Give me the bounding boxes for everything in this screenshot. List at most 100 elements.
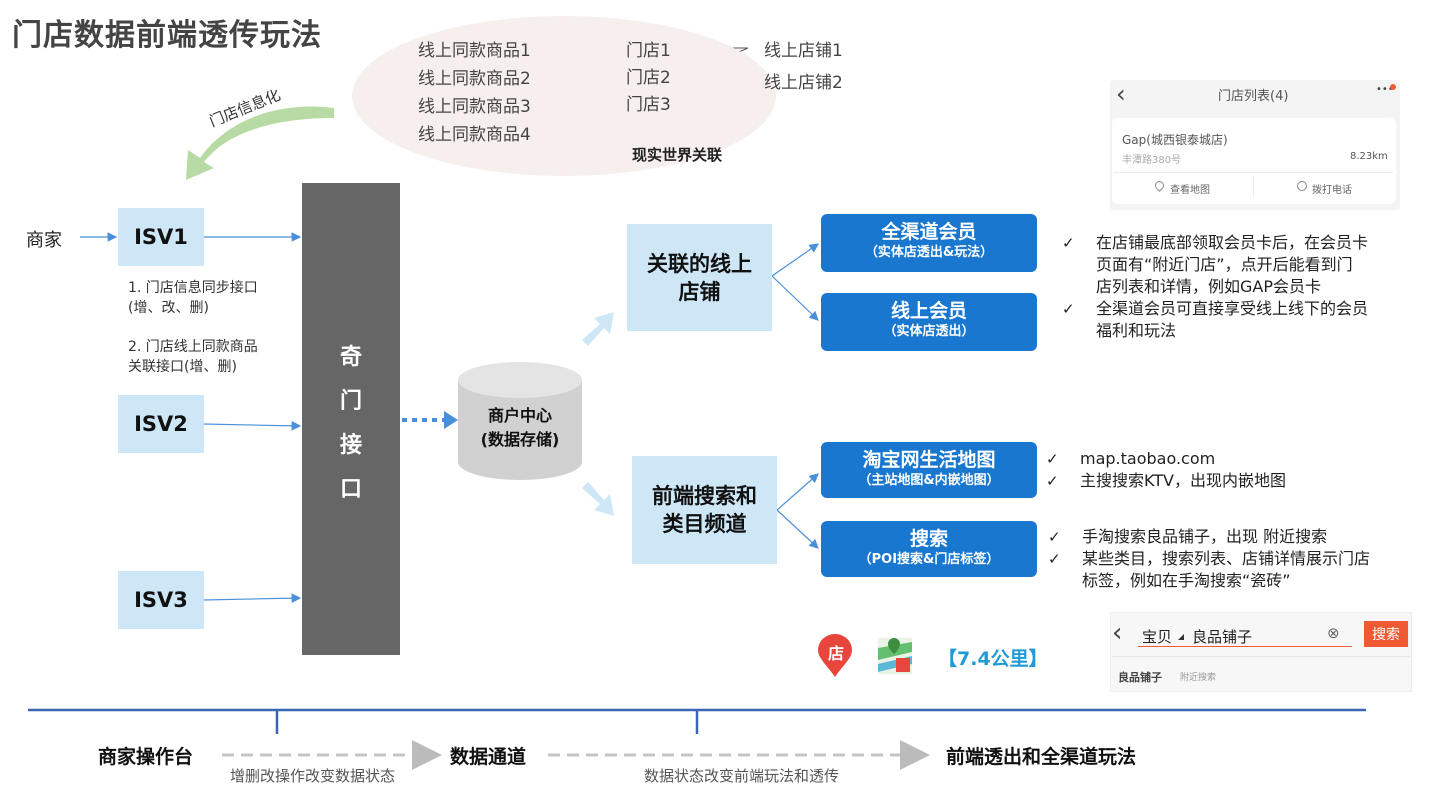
store-card-distance: 8.23km bbox=[1350, 151, 1388, 162]
online-member-title: 线上会员 bbox=[890, 300, 967, 322]
store-card-address: 丰潭路380号 bbox=[1122, 155, 1182, 166]
online-shop-1: 线上店铺1 bbox=[764, 41, 843, 61]
search-title: 搜索 bbox=[909, 528, 948, 550]
isv2-arrow bbox=[202, 421, 302, 431]
store-card-name: Gap(城西银泰城店) bbox=[1122, 133, 1228, 147]
qimen-char-2: 门 bbox=[339, 389, 362, 414]
member-note-1-l2: 页面有“附近门店”，点开后能看到门 bbox=[1096, 255, 1353, 274]
member-note-2-l2: 福利和玩法 bbox=[1096, 321, 1177, 340]
member-notes: ✓ 在店铺最底部领取会员卡后，在会员卡 页面有“附近门店”，点开后能看到门 店列… bbox=[1062, 232, 1410, 342]
merchant-label: 商家 bbox=[26, 230, 62, 251]
timeline-sub-1: 增删改操作改变数据状态 bbox=[230, 767, 396, 785]
timeline-stage-frontend: 前端透出和全渠道玩法 bbox=[946, 746, 1137, 768]
check-icon: ✓ bbox=[1046, 472, 1059, 490]
back-icon[interactable]: ‹ bbox=[1112, 618, 1123, 648]
timeline-stage-channel: 数据通道 bbox=[450, 746, 527, 768]
map-note-1: map.taobao.com bbox=[1080, 449, 1216, 468]
member-note-1-l1: 在店铺最底部领取会员卡后，在会员卡 bbox=[1096, 233, 1369, 252]
store-info-arrow bbox=[186, 106, 334, 180]
store-pin-char: 店 bbox=[827, 644, 844, 663]
online-member-sub: （实体店透出） bbox=[883, 324, 975, 339]
timeline-sub-2: 数据状态改变前端玩法和透传 bbox=[644, 767, 840, 785]
center-to-linked-arrow bbox=[582, 312, 614, 346]
isv3-box: ISV3 bbox=[118, 571, 204, 629]
clear-icon[interactable]: ⊗ bbox=[1327, 624, 1340, 642]
search-underline bbox=[1138, 646, 1352, 647]
store-2: 门店2 bbox=[626, 68, 671, 88]
more-icon[interactable]: ••• bbox=[1376, 84, 1394, 95]
merchant-center-line2: (数据存储) bbox=[480, 430, 560, 449]
view-map-action[interactable]: 查看地图 bbox=[1170, 185, 1210, 196]
search-scope[interactable]: 宝贝 bbox=[1142, 628, 1173, 646]
store-list-title: 门店列表(4) bbox=[1218, 89, 1289, 104]
isv3-arrow bbox=[202, 593, 302, 603]
linked-shop-line2: 店铺 bbox=[678, 279, 721, 304]
omni-member-title: 全渠道会员 bbox=[881, 221, 977, 243]
search-box: 搜索 （POI搜索&门店标签） bbox=[821, 521, 1037, 577]
online-member-box: 线上会员 （实体店透出） bbox=[821, 293, 1037, 351]
store-card[interactable] bbox=[1112, 118, 1396, 204]
front-search-line1: 前端搜索和 bbox=[652, 484, 757, 508]
omni-member-sub: （实体店透出&玩法） bbox=[864, 245, 994, 260]
map-note-2: 主搜搜索KTV，出现内嵌地图 bbox=[1080, 471, 1286, 490]
phone-icon bbox=[1297, 181, 1307, 191]
qimen-interface: 奇 门 接 口 bbox=[302, 183, 400, 655]
search-note-2-l1: 某些类目，搜索列表、店铺详情展示门店 bbox=[1082, 549, 1371, 568]
timeline-axis bbox=[28, 708, 1366, 734]
distance-badge: 【7.4公里】 bbox=[938, 648, 1048, 670]
isv2-box: ISV2 bbox=[118, 395, 204, 453]
reality-caption: 现实世界关联 bbox=[632, 146, 723, 164]
result-tag: 附近搜索 bbox=[1180, 673, 1217, 683]
center-to-search-arrow bbox=[582, 482, 614, 516]
check-icon: ✓ bbox=[1048, 550, 1061, 568]
product-2: 线上同款商品2 bbox=[418, 69, 531, 89]
front-search-box: 前端搜索和 类目频道 bbox=[632, 456, 777, 564]
isv-note-2: 2. 门店线上同款商品 关联接口(增、删) bbox=[128, 337, 258, 377]
merchant-center-label: 商户中心 (数据存储) bbox=[458, 404, 582, 452]
store-1: 门店1 bbox=[626, 41, 671, 61]
product-1: 线上同款商品1 bbox=[418, 41, 531, 61]
life-map-sub: （主站地图&内嵌地图） bbox=[858, 473, 1000, 488]
check-icon: ✓ bbox=[1048, 528, 1061, 546]
search-note-1: 手淘搜索良品铺子，出现 附近搜索 bbox=[1082, 527, 1328, 546]
merchant-center-cylinder bbox=[458, 362, 582, 480]
member-note-2-l1: 全渠道会员可直接享受线上线下的会员 bbox=[1096, 299, 1369, 318]
map-notes: ✓ map.taobao.com ✓ 主搜搜索KTV，出现内嵌地图 bbox=[1046, 448, 1396, 492]
back-icon[interactable]: ‹ bbox=[1116, 80, 1126, 108]
product-4: 线上同款商品4 bbox=[418, 125, 531, 145]
isv-note-1: 1. 门店信息同步接口 (增、改、删) bbox=[128, 278, 258, 318]
isv1-box: ISV1 bbox=[118, 208, 204, 266]
timeline-stage-merchant: 商家操作台 bbox=[98, 746, 194, 768]
call-action[interactable]: 拨打电话 bbox=[1312, 185, 1352, 196]
search-query[interactable]: 良品铺子 bbox=[1192, 628, 1253, 646]
card-vdivider bbox=[1253, 176, 1254, 198]
store-pin-icon bbox=[818, 634, 852, 677]
search-button[interactable]: 搜索 bbox=[1364, 621, 1408, 647]
life-map-box: 淘宝网生活地图 （主站地图&内嵌地图） bbox=[821, 442, 1037, 498]
qimen-char-4: 口 bbox=[339, 477, 362, 502]
isv-note-1-line2: (增、改、删) bbox=[128, 300, 209, 316]
card-divider bbox=[1114, 172, 1394, 173]
check-icon: ✓ bbox=[1062, 234, 1075, 252]
reality-ellipse bbox=[352, 16, 776, 176]
qimen-char-3: 接 bbox=[339, 433, 362, 458]
search-divider bbox=[1112, 656, 1410, 657]
search-screenshot bbox=[1110, 612, 1412, 692]
result-name[interactable]: 良品铺子 bbox=[1118, 671, 1162, 684]
check-icon: ✓ bbox=[1046, 450, 1059, 468]
page-title: 门店数据前端透传玩法 bbox=[12, 18, 322, 53]
notification-dot bbox=[1390, 84, 1396, 90]
isv-note-2-line2: 关联接口(增、删) bbox=[128, 359, 237, 375]
isv-note-2-line1: 2. 门店线上同款商品 bbox=[128, 339, 258, 355]
search-sub: （POI搜索&门店标签） bbox=[858, 552, 1000, 567]
front-search-line2: 类目频道 bbox=[662, 512, 747, 536]
online-shop-2: 线上店铺2 bbox=[764, 73, 843, 93]
product-3: 线上同款商品3 bbox=[418, 97, 531, 117]
merchant-center-line1: 商户中心 bbox=[487, 406, 552, 425]
scope-caret-icon bbox=[1178, 634, 1184, 640]
map-app-icon bbox=[878, 638, 912, 674]
life-map-title: 淘宝网生活地图 bbox=[862, 449, 996, 471]
isv-note-1-line1: 1. 门店信息同步接口 bbox=[128, 280, 258, 296]
member-note-1-l3: 店列表和详情，例如GAP会员卡 bbox=[1096, 277, 1321, 296]
